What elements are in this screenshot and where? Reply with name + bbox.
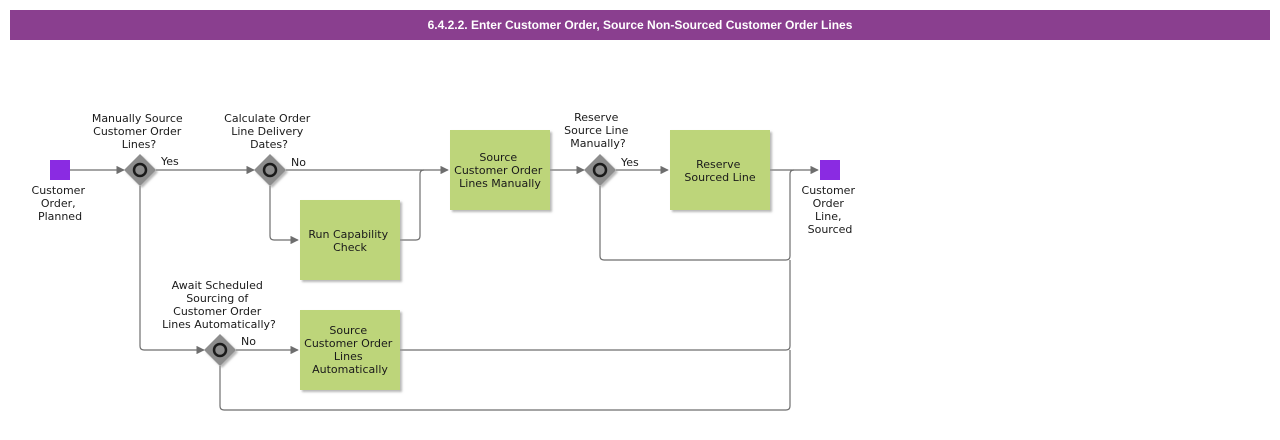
gateway-calc-delivery: Calculate Order Line Delivery Dates? [224, 112, 314, 186]
flow-manual-to-await [139, 186, 205, 355]
task-box [300, 200, 400, 280]
gateway-await-sched-label: Await Scheduled Sourcing of Customer Ord… [162, 279, 276, 331]
gateway-marker-icon [592, 162, 608, 178]
task-source-manual-label: Source Customer Order Lines Manually [454, 151, 546, 190]
task-box [450, 130, 550, 210]
task-capability-label: Run Capability Check [308, 228, 391, 254]
task-reserve-label: Reserve Sourced Line [684, 158, 755, 184]
gateway-marker-icon [132, 162, 148, 178]
gateway-manual-source: Manually Source Customer Order Lines? [92, 112, 186, 186]
gateway-marker-icon [212, 342, 228, 358]
task-source-manual: Source Customer Order Lines Manually [450, 130, 550, 210]
task-box [670, 130, 770, 210]
gateway-manual-source-label: Manually Source Customer Order Lines? [92, 112, 186, 151]
task-reserve: Reserve Sourced Line [670, 130, 770, 210]
gateway-marker-icon [262, 162, 278, 178]
flow-calc-to-capability [269, 186, 299, 245]
gateway-diamond [204, 334, 236, 366]
start-event: Customer Order, Planned [32, 160, 89, 223]
flow-await-bypass [219, 350, 791, 411]
end-event-square [820, 160, 840, 180]
flow-label-calc-no: No [291, 156, 306, 169]
gateway-reserve-line-label: Reserve Source Line Manually? [564, 111, 632, 150]
flow-label-manual-yes: Yes [160, 155, 179, 168]
diagram-title: 6.4.2.2. Enter Customer Order, Source No… [10, 10, 1270, 40]
end-event-label: Customer Order Line, Sourced [802, 184, 859, 236]
gateway-reserve-line: Reserve Source Line Manually? [564, 111, 632, 186]
gateway-await-sched: Await Scheduled Sourcing of Customer Ord… [162, 279, 276, 366]
task-source-auto-label: Source Customer Order Lines Automaticall… [304, 324, 396, 376]
start-event-label: Customer Order, Planned [32, 184, 89, 223]
end-event: Customer Order Line, Sourced [802, 160, 859, 236]
gateway-diamond [254, 154, 286, 186]
sequence-flows [70, 165, 819, 411]
flow-reserve-gw-bypass [599, 169, 795, 261]
gateway-calc-delivery-label: Calculate Order Line Delivery Dates? [224, 112, 314, 151]
gateway-diamond [584, 154, 616, 186]
start-event-square [50, 160, 70, 180]
task-capability: Run Capability Check [300, 200, 400, 280]
flow-capability-to-source-manual [400, 169, 425, 241]
task-box [300, 310, 400, 390]
task-source-auto: Source Customer Order Lines Automaticall… [300, 310, 400, 390]
flow-label-reserve-yes: Yes [620, 156, 639, 169]
flow-label-await-no: No [241, 335, 256, 348]
gateway-diamond [124, 154, 156, 186]
flow-source-auto-to-end [400, 260, 791, 351]
